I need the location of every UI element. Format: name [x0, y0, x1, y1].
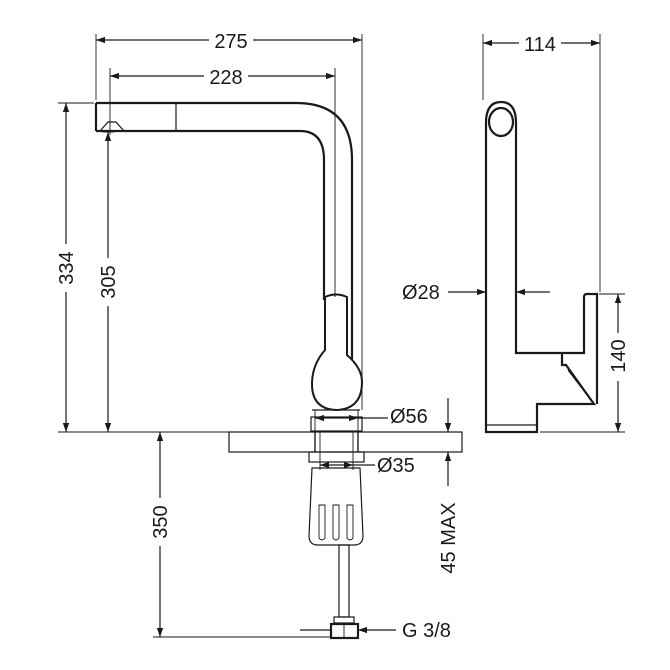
dim-total-height: 334	[56, 251, 78, 284]
spout-outline	[96, 101, 354, 395]
side-view	[484, 100, 599, 434]
supply-hose	[338, 544, 350, 618]
dim-side-width: 114	[524, 34, 556, 56]
mounting-washer	[308, 451, 365, 463]
dim-connection-thread: G 3/8	[402, 620, 451, 642]
dim-hose-length: 350	[150, 505, 172, 538]
dim-base-diameter: Ø56	[390, 406, 428, 428]
aerator	[98, 121, 126, 132]
hose-ferrule	[333, 616, 355, 624]
base-ring	[310, 416, 363, 432]
side-lever	[562, 292, 599, 404]
front-dimensions: 275 228 334 305 350 Ø56 Ø35 45 MAX G 3/8	[55, 28, 460, 642]
dim-hole-diameter: Ø35	[377, 455, 415, 477]
mounting-nut	[308, 467, 364, 546]
side-lever-inner	[567, 369, 595, 405]
side-spout-end	[487, 106, 515, 138]
dim-max-deck-thickness: 45 MAX	[438, 502, 460, 573]
front-view	[94, 101, 463, 640]
dim-overall-width: 275	[214, 31, 247, 53]
handle-lever	[310, 293, 364, 412]
mounting-nut-ribs	[318, 504, 354, 541]
dim-spout-reach: 228	[209, 67, 242, 89]
dim-body-diameter: Ø28	[402, 282, 440, 304]
hose-connector	[329, 622, 360, 640]
dim-spout-height: 305	[98, 265, 120, 298]
counter-top-section	[228, 431, 463, 453]
dim-lever-height: 140	[608, 339, 630, 372]
side-dimensions: 114 Ø28 140	[402, 31, 630, 433]
